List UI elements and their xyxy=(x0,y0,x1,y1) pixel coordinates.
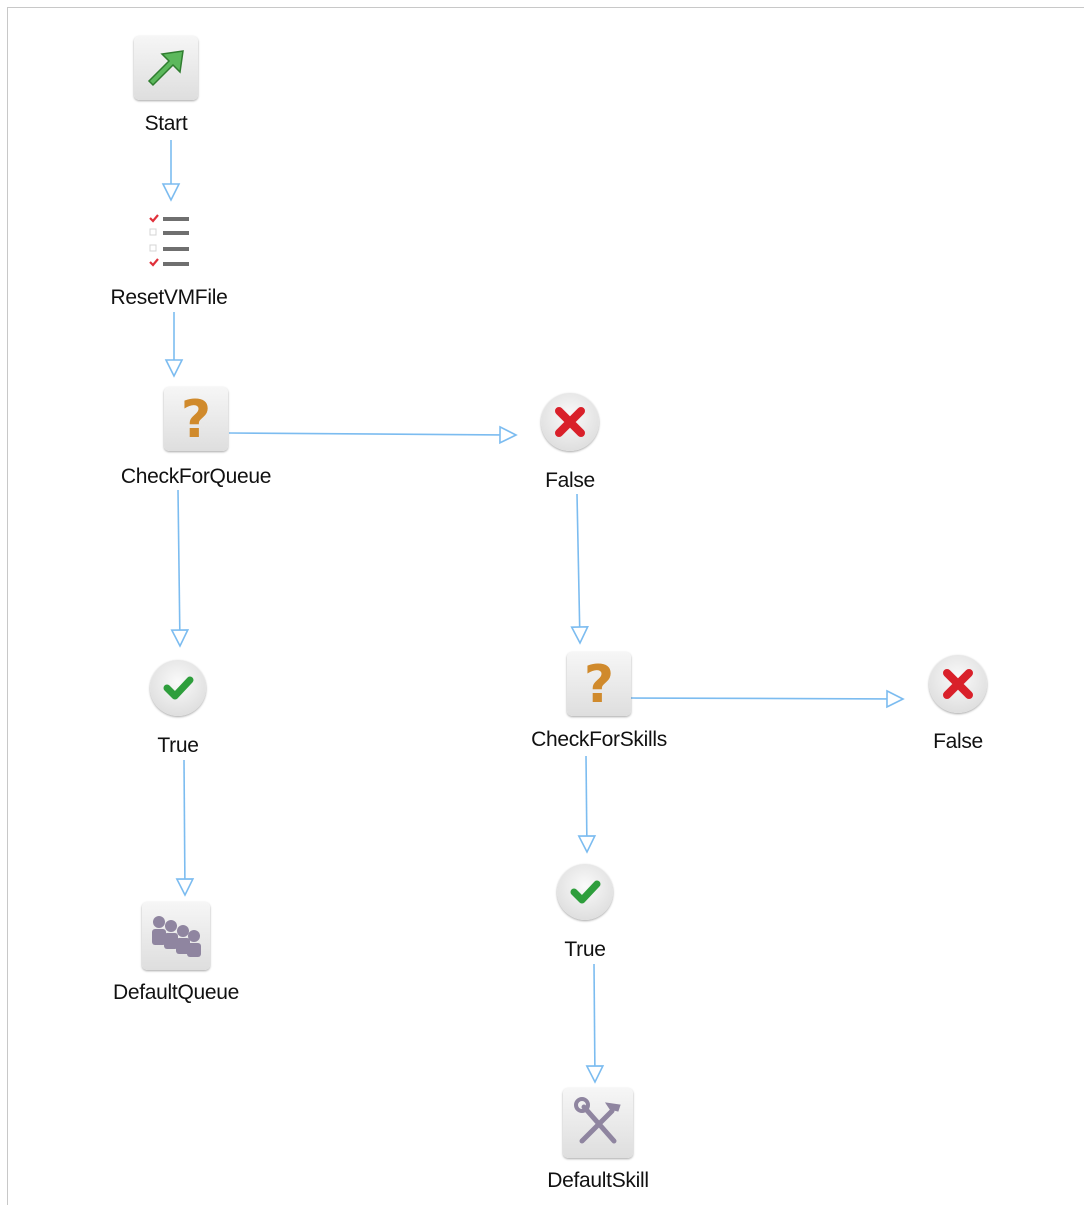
tools-icon xyxy=(563,1088,633,1158)
node-start[interactable]: Start xyxy=(126,36,206,136)
node-default-queue[interactable]: DefaultQueue xyxy=(101,902,251,1005)
node-label: CheckForSkills xyxy=(531,728,667,751)
node-label: True xyxy=(564,938,606,961)
node-queue-true[interactable]: True xyxy=(138,660,218,758)
node-skills-false[interactable]: False xyxy=(913,655,1003,754)
node-label: DefaultSkill xyxy=(547,1169,649,1192)
green-arrow-icon xyxy=(134,36,198,100)
node-queue-false[interactable]: False xyxy=(525,393,615,493)
node-skills-true[interactable]: True xyxy=(545,864,625,962)
node-label: True xyxy=(157,734,199,757)
node-label: ResetVMFile xyxy=(110,286,228,309)
checklist-icon xyxy=(139,210,199,272)
workflow-canvas[interactable] xyxy=(7,7,1084,1205)
green-check-icon xyxy=(150,660,206,716)
node-label: DefaultQueue xyxy=(113,981,239,1004)
node-check-for-queue[interactable]: ? CheckForQueue xyxy=(106,387,286,489)
node-label: False xyxy=(545,469,595,492)
red-x-icon xyxy=(541,393,599,451)
node-check-for-skills[interactable]: ? CheckForSkills xyxy=(514,652,684,752)
people-queue-icon xyxy=(142,902,210,970)
red-x-icon xyxy=(929,655,987,713)
node-label: False xyxy=(933,730,983,753)
node-reset-vm-file[interactable]: ResetVMFile xyxy=(94,210,244,310)
node-label: Start xyxy=(144,112,188,135)
svg-text:?: ? xyxy=(584,657,614,711)
question-mark-icon: ? xyxy=(164,387,228,451)
node-label: CheckForQueue xyxy=(120,465,272,488)
svg-text:?: ? xyxy=(181,392,211,446)
node-default-skill[interactable]: DefaultSkill xyxy=(523,1088,673,1193)
green-check-icon xyxy=(557,864,613,920)
question-mark-icon: ? xyxy=(567,652,631,716)
